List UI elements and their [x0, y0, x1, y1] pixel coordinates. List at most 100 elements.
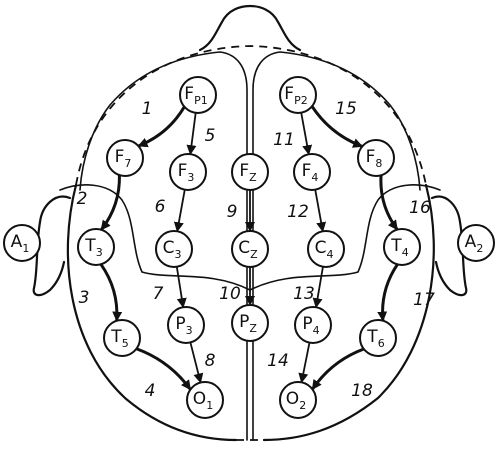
- electrode-f7: F7: [106, 139, 144, 177]
- channel-arrow-12: [314, 188, 327, 233]
- electrode-f3: F3: [169, 153, 207, 191]
- electrode-label: A1: [11, 232, 30, 255]
- electrode-circle: [357, 139, 395, 177]
- electrode-circle: [169, 153, 207, 191]
- right-ear-outline: [430, 195, 468, 297]
- electrode-circle: [103, 319, 141, 357]
- channel-number-10: 10: [219, 284, 241, 304]
- left-temporal-lobe-outline: [59, 184, 251, 291]
- electrode-p4: P4: [294, 306, 332, 344]
- electrode-label: F8: [366, 147, 383, 170]
- electrode-circle: [167, 306, 205, 344]
- electrode-o2: O2: [279, 381, 317, 419]
- channel-arrow-2: [100, 173, 121, 231]
- electrode-label: T6: [366, 327, 384, 350]
- electrode-circle: [279, 76, 317, 114]
- channel-number-3: 3: [79, 288, 90, 308]
- electrode-p3: P3: [167, 306, 205, 344]
- electrode-label: FP2: [284, 84, 307, 107]
- electrode-t5: T5: [103, 319, 141, 357]
- channel-arrow-14: [298, 341, 311, 384]
- electrode-circle: [279, 381, 317, 419]
- electrode-label: P4: [302, 314, 319, 337]
- electrode-cz: CZ: [231, 230, 269, 268]
- channel-number-11: 11: [273, 130, 295, 150]
- right-hemisphere-outline: [252, 51, 421, 441]
- electrode-label: A2: [465, 232, 484, 255]
- channel-number-13: 13: [293, 284, 315, 304]
- electrode-fp2: FP2: [279, 76, 317, 114]
- electrode-label: F3: [178, 161, 195, 184]
- electrode-circle: [77, 228, 115, 266]
- channel-arrow-7: [175, 265, 187, 309]
- electrode-circle: [231, 230, 269, 268]
- electrode-label: O1: [193, 389, 213, 412]
- electrode-t4: T4: [383, 228, 421, 266]
- electrode-circle: [155, 230, 193, 268]
- channel-arrow-15: [310, 104, 364, 148]
- channel-arrow-6: [173, 188, 186, 233]
- channel-number-2: 2: [77, 189, 88, 209]
- electrode-pz: PZ: [231, 304, 269, 342]
- electrode-label: FZ: [239, 161, 257, 184]
- channel-number-14: 14: [267, 351, 289, 371]
- electrode-label: C3: [163, 238, 182, 261]
- electrode-label: FP1: [184, 84, 207, 107]
- channel-number-5: 5: [205, 126, 216, 146]
- electrode-o1: O1: [186, 381, 224, 419]
- electrode-label: P3: [175, 314, 192, 337]
- channel-number-1: 1: [142, 99, 153, 119]
- electrode-label: O2: [286, 389, 306, 412]
- head-outline: [66, 45, 435, 442]
- skull-lower-outline-right: [262, 183, 435, 442]
- electrode-circle: [186, 381, 224, 419]
- electrode-circle: [3, 224, 41, 262]
- channel-arrow-11: [300, 111, 313, 156]
- channel-number-6: 6: [155, 197, 166, 217]
- electrode-circle: [457, 224, 495, 262]
- electrode-circle: [383, 228, 421, 266]
- electrode-circle: [294, 306, 332, 344]
- electrode-t3: T3: [77, 228, 115, 266]
- electrode-label: T4: [390, 236, 408, 259]
- electrode-circle: [231, 153, 269, 191]
- channel-arrow-13: [312, 265, 324, 309]
- electrode-circle: [106, 139, 144, 177]
- channel-number-7: 7: [153, 284, 164, 304]
- channel-arrow-4: [134, 347, 192, 391]
- electrode-circle: [293, 153, 331, 191]
- brain-outline: [59, 51, 441, 441]
- electrode-label: PZ: [239, 312, 257, 335]
- right-temporal-lobe-outline: [249, 184, 441, 291]
- left-ear-outline: [32, 195, 72, 297]
- electrode-label: T5: [110, 327, 128, 350]
- electrode-circle: [179, 76, 217, 114]
- channel-number-9: 9: [227, 202, 238, 222]
- channel-number-18: 18: [351, 381, 373, 401]
- channel-chains: [99, 104, 399, 391]
- channel-number-12: 12: [287, 202, 309, 222]
- electrode-label: F4: [302, 161, 319, 184]
- electrode-circle: [307, 230, 345, 268]
- nose-outline: [198, 4, 302, 52]
- electrode-a2: A2: [457, 224, 495, 262]
- channel-arrow-5: [186, 111, 197, 156]
- skull-dashed-outline: [75, 45, 427, 186]
- skull-lower-outline: [66, 183, 238, 442]
- electrode-circle: [231, 304, 269, 342]
- electrode-label: C4: [315, 238, 334, 261]
- channel-number-15: 15: [335, 99, 357, 119]
- electrode-fp1: FP1: [179, 76, 217, 114]
- channel-number-4: 4: [145, 381, 156, 401]
- channel-number-16: 16: [409, 198, 431, 218]
- channel-arrow-3: [99, 262, 123, 322]
- electrode-t6: T6: [359, 319, 397, 357]
- channel-arrow-1: [137, 105, 186, 148]
- electrode-label: F7: [115, 147, 132, 170]
- electrode-f8: F8: [357, 139, 395, 177]
- electrode-label: CZ: [238, 238, 258, 261]
